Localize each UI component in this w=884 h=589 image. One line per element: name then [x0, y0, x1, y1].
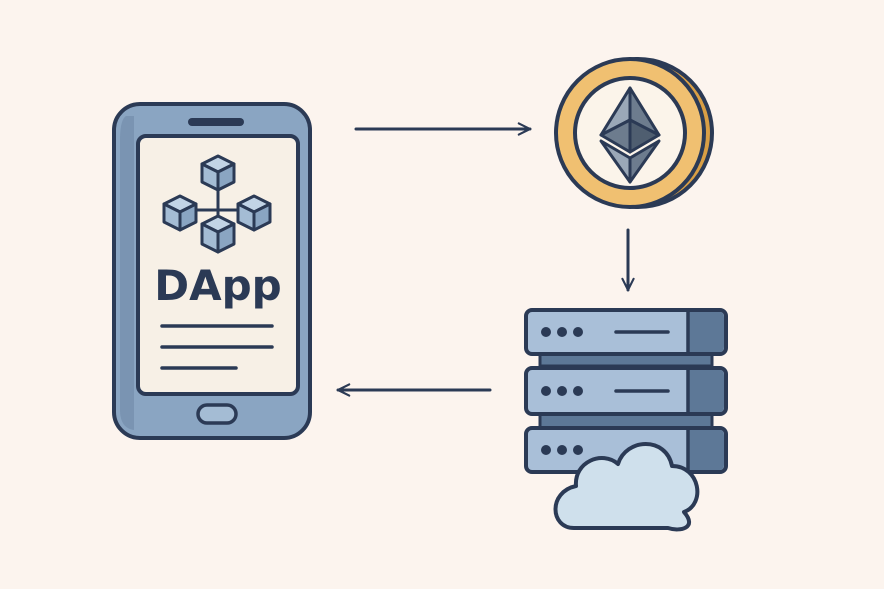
phone-side-shade	[120, 116, 134, 430]
status-light	[573, 327, 583, 337]
phone-speaker	[188, 118, 244, 126]
status-light	[557, 445, 567, 455]
status-light	[557, 386, 567, 396]
status-light	[541, 445, 551, 455]
screen-text-lines	[160, 324, 274, 370]
status-light	[573, 386, 583, 396]
ethereum-icon	[599, 86, 661, 184]
status-light	[541, 327, 551, 337]
cube-icon-left	[162, 194, 198, 232]
blockchain-network-icon	[162, 154, 272, 254]
server-stack	[524, 308, 728, 532]
status-light	[573, 445, 583, 455]
cube-icon-right	[236, 194, 272, 232]
smartphone: DApp	[112, 102, 312, 440]
status-light	[541, 386, 551, 396]
server-unit	[524, 308, 728, 356]
cube-icon-bottom	[200, 214, 236, 254]
cloud-icon	[553, 442, 700, 532]
ethereum-coin	[554, 57, 714, 209]
dapp-label: DApp	[154, 261, 282, 310]
phone-home-button[interactable]	[196, 403, 238, 425]
cube-icon-top	[200, 154, 236, 192]
server-unit	[524, 366, 728, 416]
status-light	[557, 327, 567, 337]
